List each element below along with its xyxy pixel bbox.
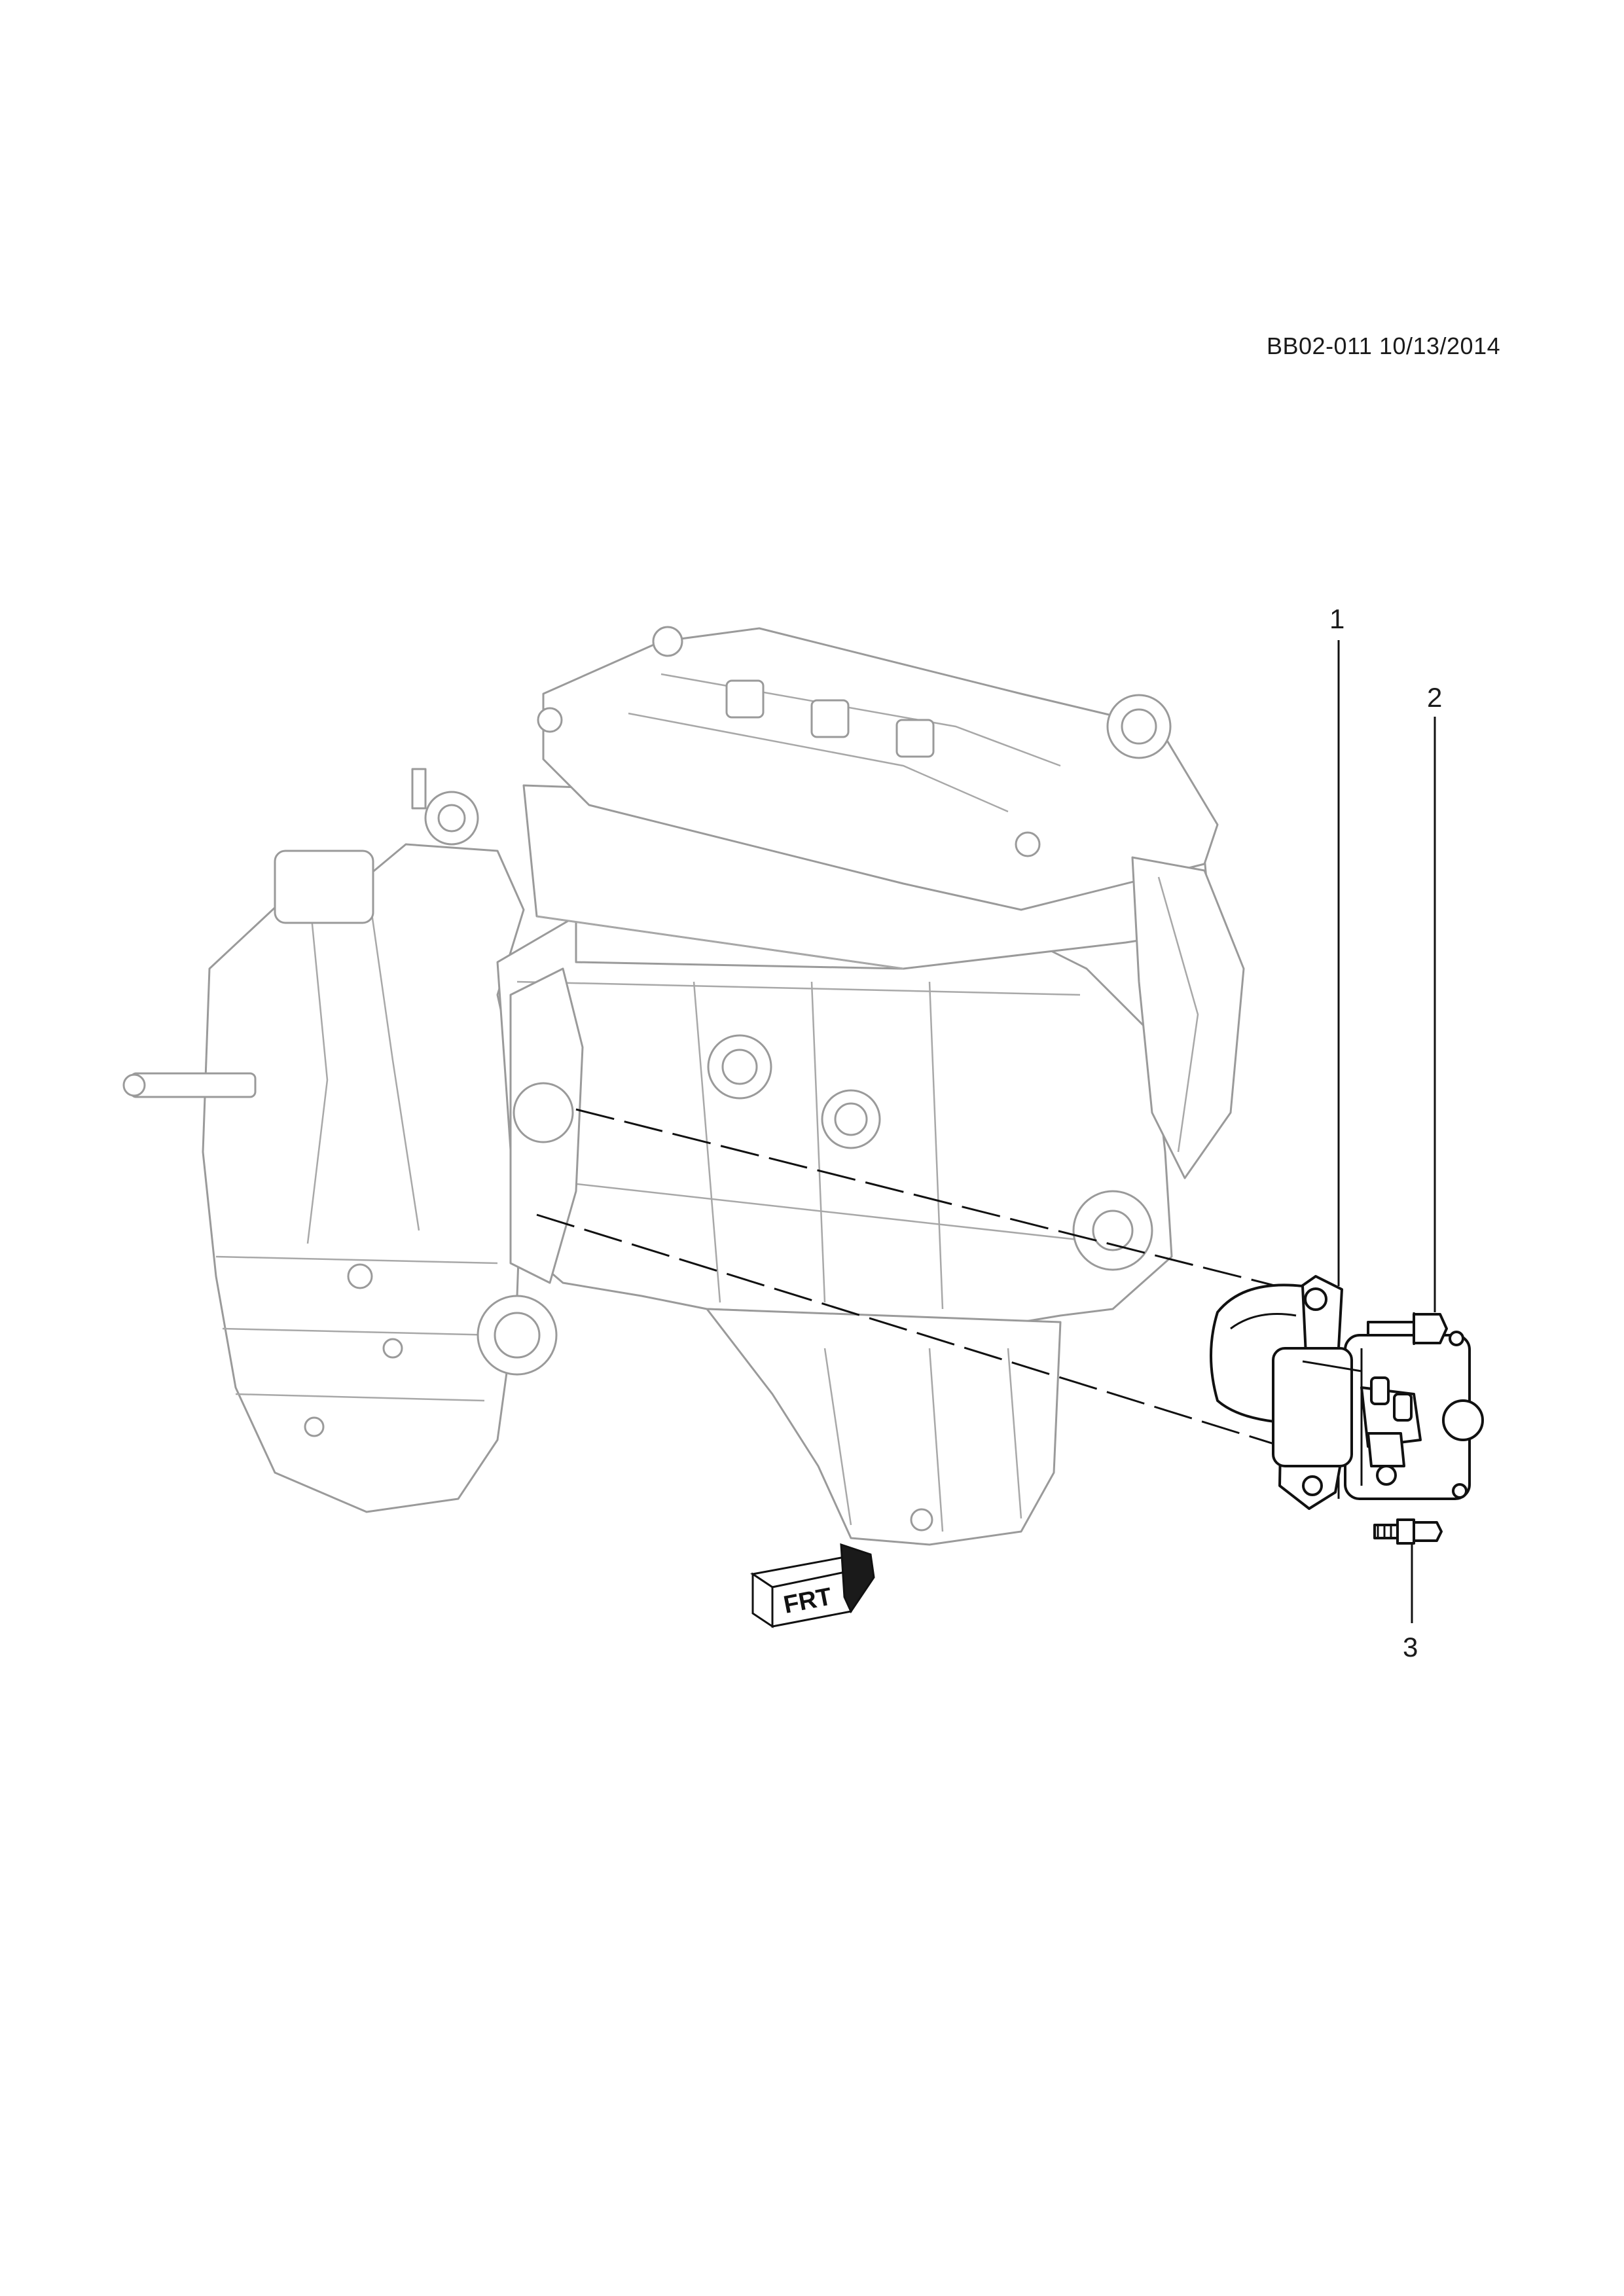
block-flange-line: [516, 980, 1081, 996]
callout-label-1: 1: [1329, 603, 1345, 634]
head-gasket-line: [536, 915, 904, 970]
diagram-reference-code: BB02-011 10/13/2014: [1267, 332, 1501, 359]
bolt-upper-shank: [1367, 1321, 1418, 1336]
solenoid-terminal-post-1: [1370, 1376, 1390, 1405]
solenoid-terminal-post-2: [1393, 1393, 1413, 1422]
coolant-port-2-inner: [834, 1102, 868, 1136]
callout-leaders: [1337, 640, 1436, 1623]
cam-cover-bolt-2: [537, 707, 563, 733]
coil-pack-3: [895, 719, 935, 758]
coolant-port-1-inner: [721, 1049, 758, 1085]
block-rail-line: [523, 1177, 1113, 1245]
bolt-lower-head: [1413, 1521, 1443, 1542]
transaxle-mount-stud: [122, 1073, 146, 1097]
transaxle-rib-4: [306, 876, 329, 1244]
oil-pan-rib-2: [928, 1348, 944, 1532]
cam-cover: [542, 627, 1219, 911]
crank-pulley-boss-inner: [1092, 1210, 1134, 1251]
engine-assembly: [122, 626, 1245, 1546]
battery-cable-nut: [1376, 1465, 1397, 1486]
alignment-line-lower: [536, 1213, 1293, 1451]
flange-bore: [513, 1082, 574, 1143]
transaxle-bolt-boss-2: [382, 1338, 403, 1359]
transaxle-rib-1: [215, 1255, 498, 1265]
transaxle-mount-arm: [130, 1072, 257, 1098]
transaxle-rib-3: [235, 1393, 485, 1402]
motor-end-cap: [1442, 1399, 1484, 1441]
flange-bolt-hole-upper: [1304, 1287, 1327, 1311]
transaxle-bolt-boss-1: [347, 1263, 373, 1289]
transaxle-rib-2: [222, 1327, 498, 1336]
transaxle-shift-housing: [274, 850, 374, 924]
transaxle-housing: [202, 843, 525, 1513]
motor-end-bolt-top: [1449, 1331, 1464, 1346]
oil-pan: [706, 1308, 1062, 1546]
timing-cover-rib: [1157, 876, 1199, 1153]
transaxle-rib-5: [365, 876, 420, 1231]
drive-housing-inner: [1230, 1313, 1297, 1330]
block-rib-3: [928, 981, 944, 1310]
flange-bolt-hole-lower: [1302, 1475, 1323, 1496]
starter-motor: [1210, 1275, 1484, 1510]
bolt-lower-collar: [1396, 1518, 1415, 1545]
block-rib-2: [810, 981, 826, 1303]
coil-pack-1: [725, 679, 765, 719]
bolt-upper: [1367, 1312, 1448, 1345]
oil-pan-rib-1: [823, 1348, 852, 1526]
oil-pan-rib-3: [1007, 1348, 1022, 1519]
bolt-lower-thread: [1377, 1525, 1392, 1538]
oil-fill-cap-inner: [1121, 708, 1157, 745]
vent-tube: [411, 768, 427, 810]
cam-cover-bolt-1: [652, 626, 683, 657]
coil-pack-2: [810, 699, 850, 738]
front-arrow-head: [840, 1543, 875, 1614]
cam-cover-bolt-3: [1015, 831, 1041, 857]
callout-label-2: 2: [1427, 682, 1443, 713]
solenoid-housing: [1272, 1347, 1353, 1467]
battery-cable-stud: [1367, 1432, 1405, 1467]
fill-cap-inner: [437, 804, 466, 833]
front-direction-arrow-icon: FRT: [750, 1543, 875, 1628]
cam-cover-ridge-1: [628, 712, 1009, 813]
timing-cover: [1131, 856, 1245, 1179]
alignment-line-upper: [575, 1108, 1343, 1304]
axle-seal-inner: [494, 1312, 541, 1359]
bolt-lower: [1373, 1518, 1443, 1545]
oil-drain-plug: [910, 1508, 933, 1532]
solenoid-strap: [1302, 1360, 1362, 1372]
bolt-upper-head: [1413, 1313, 1448, 1344]
alignment-lines: [536, 1108, 1343, 1451]
callout-label-3: 3: [1403, 1632, 1418, 1662]
transaxle-bolt-boss-3: [304, 1416, 325, 1437]
motor-end-bolt-bottom: [1452, 1483, 1468, 1499]
